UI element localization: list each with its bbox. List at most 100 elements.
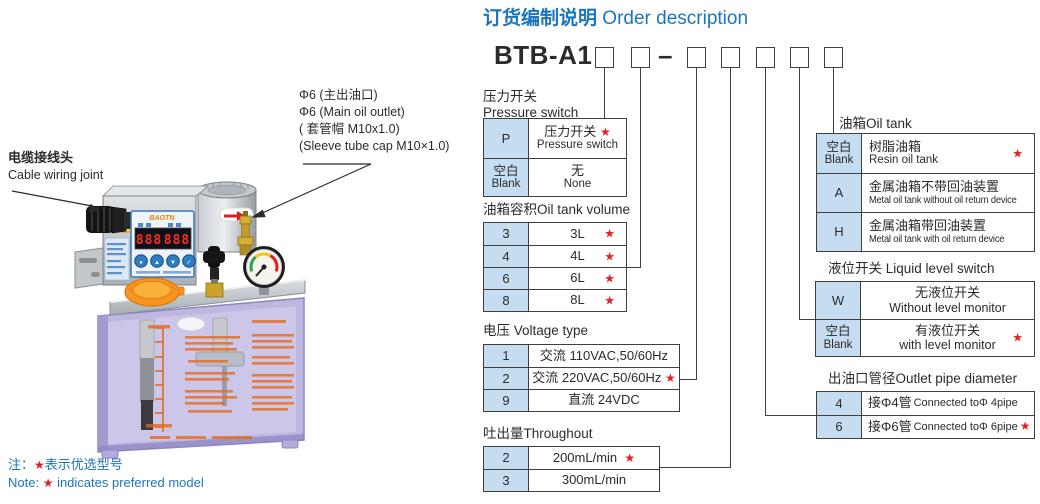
led-digits-right: 888 — [164, 233, 190, 248]
table-row: A 金属油箱不带回油装置 Metal oil tank without oil … — [817, 173, 1034, 212]
code-box-7 — [824, 47, 843, 68]
tank-volume-table: 3 3L ★ 4 4L ★ 6 6L ★ 8 8L ★ — [483, 222, 627, 312]
code-box-3 — [687, 47, 706, 68]
star-icon: ★ — [604, 292, 615, 307]
star-icon: ★ — [624, 450, 636, 465]
table-row: H 金属油箱带回油装置 Metal oil tank with oil retu… — [817, 212, 1034, 251]
oil-tank-body — [97, 297, 305, 459]
table-row: 4 4L ★ — [484, 245, 626, 267]
code-box-5 — [756, 47, 775, 68]
connector-4h — [660, 467, 731, 469]
note-line-en: Note: ★ indicates preferred model — [8, 475, 204, 490]
voltage-header: 电压 Voltage type — [483, 323, 589, 338]
main-oil-outlet-fitting — [237, 211, 254, 256]
throughput-table: 2 200mL/min ★ 3 300mL/min — [483, 446, 660, 492]
desc-cell: 无 None — [563, 162, 592, 191]
code-cell: 空白 Blank — [816, 320, 861, 356]
pressure-gauge — [243, 246, 285, 295]
panel-buttons: ● ▲ ▼ ✓ — [134, 254, 196, 268]
throughput-header: 吐出量Throughout — [483, 426, 593, 441]
table-row: P 压力开关 ★ Pressure switch — [484, 119, 626, 158]
svg-text:▼: ▼ — [170, 260, 176, 266]
star-icon: ★ — [664, 371, 676, 386]
code-cell: 4 — [817, 392, 862, 415]
code-cell: P — [484, 119, 529, 158]
connector-2h — [626, 267, 641, 269]
desc-cell: 直流 24VDC — [568, 392, 640, 408]
code-cell: H — [817, 213, 862, 251]
desc-cell: 8L ★ — [570, 292, 615, 308]
page-title-cn: 订货编制说明 — [483, 8, 598, 29]
code-cell: 空白 Blank — [484, 159, 529, 196]
panel-icons — [138, 223, 181, 227]
desc-cell: 无液位开关 Without level monitor — [889, 285, 1006, 315]
table-row: 2 200mL/min ★ — [484, 447, 659, 469]
star-icon: ★ — [604, 270, 615, 285]
code-box-1 — [595, 47, 614, 68]
star-icon: ★ — [1012, 330, 1023, 345]
led-display — [134, 227, 192, 250]
code-cell: 3 — [484, 470, 529, 491]
code-cell: W — [816, 282, 861, 319]
desc-cell: 300mL/min — [561, 472, 627, 488]
code-cell: 4 — [484, 246, 529, 267]
level-switch-table: W 无液位开关 Without level monitor 空白 Blank 有… — [815, 281, 1035, 357]
pump-product-image: BAOTN 888 888 ● ▲ ▼ ✓ — [11, 163, 372, 459]
star-icon: ★ — [604, 248, 615, 263]
connector-6 — [799, 67, 801, 319]
svg-text:▲: ▲ — [154, 260, 160, 266]
table-row: 6 6L ★ — [484, 267, 626, 289]
table-row: 空白 Blank 有液位开关 with level monitor ★ — [816, 319, 1034, 356]
brand-logo: BAOTN — [150, 215, 176, 222]
connector-4 — [730, 67, 732, 467]
code-cell: 6 — [817, 416, 862, 438]
table-row: 空白 Blank 树脂油箱 Resin oil tank ★ — [817, 134, 1034, 173]
model-code-dash: – — [658, 40, 673, 70]
code-cell: 1 — [484, 345, 529, 367]
oil-tank-header: 油箱Oil tank — [839, 116, 912, 131]
desc-cell: 200mL/min ★ — [552, 449, 636, 465]
oil-filler-cap — [124, 277, 185, 307]
table-row: 9 直流 24VDC — [484, 389, 679, 411]
desc-cell: 金属油箱不带回油装置 Metal oil tank without oil re… — [869, 179, 1017, 206]
desc-cell: 3L ★ — [570, 225, 615, 241]
code-box-4 — [721, 47, 740, 68]
voltage-table: 1 交流 110VAC,50/60Hz 2 交流 220VAC,50/60Hz … — [483, 344, 680, 412]
code-cell: 9 — [484, 390, 529, 411]
cable-joint-label-cn: 电缆接线头 — [8, 150, 74, 165]
connector-5h — [765, 415, 816, 417]
table-row: 1 交流 110VAC,50/60Hz — [484, 345, 679, 367]
code-cell: 6 — [484, 268, 529, 289]
main-outlet-label: Φ6 (主出油口) Φ6 (Main oil outlet) ( 套管帽 M10… — [299, 87, 449, 155]
code-cell: 2 — [484, 368, 529, 389]
note-line-cn: 注：★表示优选型号 — [8, 457, 123, 472]
connector-5 — [765, 67, 767, 415]
desc-cell: 交流 110VAC,50/60Hz — [539, 347, 669, 363]
level-switch-header: 液位开关 Liquid level switch — [828, 261, 995, 276]
tank-volume-header: 油箱容积Oil tank volume — [483, 202, 631, 217]
cable-joint-label: 电缆接线头 Cable wiring joint — [8, 149, 103, 184]
star-icon: ★ — [1019, 419, 1031, 434]
star-icon: ★ — [1012, 145, 1023, 160]
table-row: 3 3L ★ — [484, 223, 626, 245]
page-title: 订货编制说明 Order description — [483, 3, 748, 30]
led-digits-left: 888 — [136, 233, 162, 248]
cable-joint-label-en: Cable wiring joint — [8, 168, 104, 182]
connector-3h — [680, 379, 697, 381]
pressure-switch-table: P 压力开关 ★ Pressure switch 空白 Blank 无 None — [483, 118, 627, 197]
desc-cell: 6L ★ — [570, 270, 615, 286]
page-title-en: Order description — [602, 8, 749, 29]
desc-cell: 交流 220VAC,50/60Hz ★ — [532, 370, 676, 386]
pressure-switch-header: 压力开关 Pressure switch — [483, 89, 579, 120]
mounting-bracket — [74, 247, 104, 289]
connector-1 — [604, 67, 606, 118]
table-row: 空白 Blank 无 None — [484, 158, 626, 196]
outlet-label-line1: Φ6 (主出油口) — [299, 88, 378, 102]
code-cell: A — [817, 174, 862, 212]
star-icon: ★ — [604, 226, 615, 241]
code-box-6 — [790, 47, 809, 68]
